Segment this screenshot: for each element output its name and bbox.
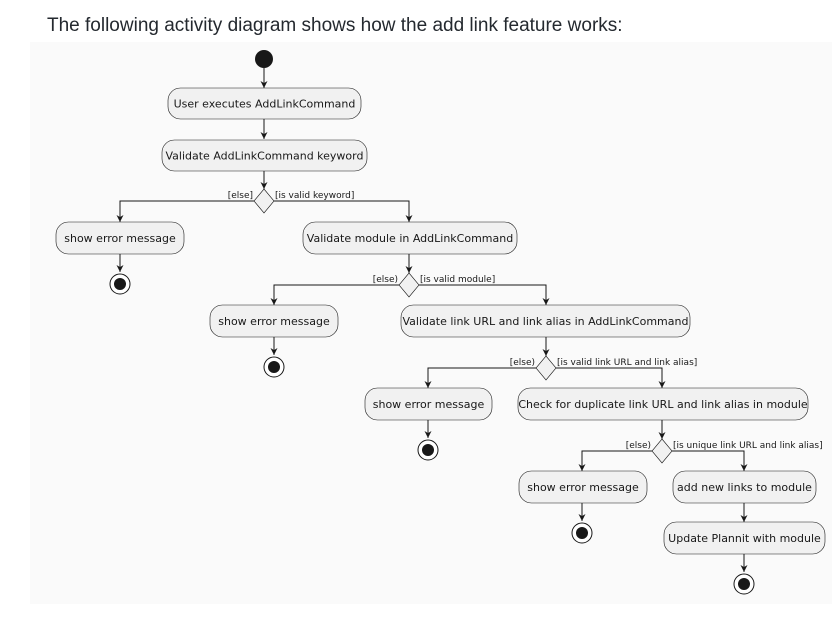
decision-link [535,355,557,381]
action-validate-link: Validate link URL and link alias in AddL… [400,304,691,338]
svg-text:Check for duplicate link URL a: Check for duplicate link URL and link al… [518,398,808,411]
decision-keyword [253,188,275,214]
guard-module-valid: [is valid module] [420,275,495,285]
svg-text:Validate module in AddLinkComm: Validate module in AddLinkCommand [307,232,513,245]
guard-keyword-valid: [is valid keyword] [275,191,354,201]
guard-module-else: [else) [373,275,398,285]
action-user-executes: User executes AddLinkCommand [167,87,362,120]
guard-duplicate-else: [else) [626,441,651,451]
decision-module [398,272,420,298]
svg-text:show error message: show error message [64,232,176,245]
action-add-links: add new links to module [672,470,817,504]
end-node [571,522,593,544]
action-show-error-2: show error message [209,304,339,338]
svg-text:Update Plannit with module: Update Plannit with module [668,532,821,545]
end-node [109,273,131,295]
action-show-error-1: show error message [55,221,185,255]
svg-text:Validate link URL and link ali: Validate link URL and link alias in AddL… [403,315,689,328]
svg-text:show error message: show error message [373,398,485,411]
action-update-plannit: Update Plannit with module [663,521,826,555]
action-show-error-3: show error message [364,387,493,421]
action-check-duplicate: Check for duplicate link URL and link al… [517,387,809,421]
end-node [263,356,285,378]
svg-text:User executes AddLinkCommand: User executes AddLinkCommand [174,98,356,111]
guard-link-else: [else) [510,358,535,368]
page-heading: The following activity diagram shows how… [47,15,623,36]
start-node [255,50,273,68]
action-show-error-4: show error message [518,470,648,504]
action-validate-module: Validate module in AddLinkCommand [302,221,518,255]
guard-duplicate-unique: [is unique link URL and link alias] [673,441,823,451]
guard-link-valid: [is valid link URL and link alias] [557,358,697,368]
svg-text:show error message: show error message [218,315,330,328]
svg-text:show error message: show error message [527,481,639,494]
end-node [417,439,439,461]
svg-text:add new links to module: add new links to module [677,481,812,494]
action-validate-keyword: Validate AddLinkCommand keyword [161,139,368,172]
end-node [733,573,755,595]
edges [116,68,748,572]
decision-duplicate [651,438,673,464]
guard-keyword-else: [else] [228,191,253,201]
svg-text:Validate AddLinkCommand keywor: Validate AddLinkCommand keyword [166,150,364,163]
